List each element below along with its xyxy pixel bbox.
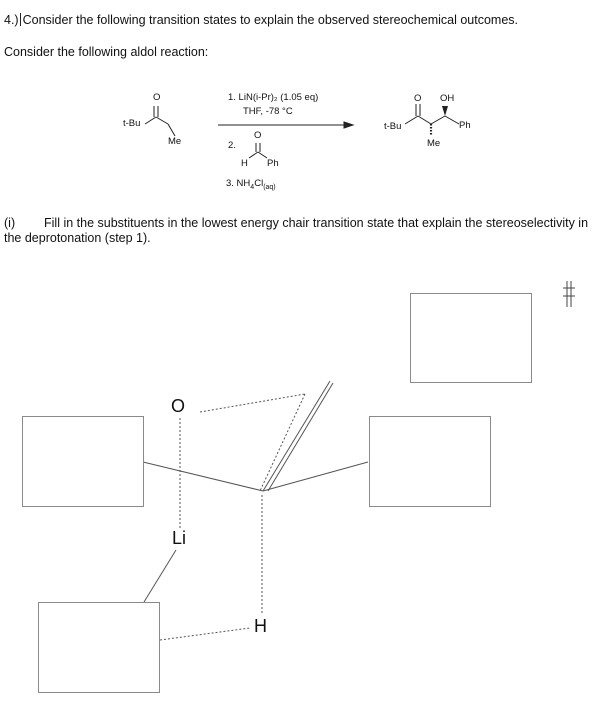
condition-step-3-prefix: 3. NH	[226, 178, 251, 189]
product-hydroxyl: OH	[440, 93, 455, 104]
answer-box-bottom-left[interactable]	[38, 602, 160, 693]
product-tbu-label: t-Bu	[384, 121, 402, 132]
part-i-prompt: (i)Fill in the substituents in the lowes…	[4, 216, 589, 246]
reactant-structure	[144, 106, 176, 137]
reaction-arrow	[218, 121, 355, 129]
part-i-label: (i)	[4, 216, 16, 230]
reactant-me-label: Me	[168, 136, 182, 147]
ts-dashed-o-c	[199, 393, 306, 413]
aldehyde-o: O	[254, 130, 262, 141]
question-number: 4.)	[4, 13, 19, 27]
answer-box-top-right[interactable]	[410, 293, 532, 383]
reactant-carbonyl-o: O	[153, 92, 161, 103]
ts-atom-li: Li	[172, 528, 187, 548]
aldehyde-h: H	[241, 158, 248, 169]
aldehyde-ph: Ph	[267, 158, 279, 169]
ts-double-bond	[267, 382, 334, 492]
ts-bond-right	[262, 461, 369, 492]
ts-dashed-diagonal	[259, 393, 306, 492]
question-intro: Consider the following aldol reaction:	[4, 45, 209, 59]
move-handle-icon[interactable]	[562, 280, 576, 308]
ts-atom-h: H	[254, 616, 267, 636]
condition-step-3-aq: (aq)	[263, 183, 276, 191]
product-ph-label: Ph	[459, 120, 471, 131]
ts-dashed-box-h	[159, 627, 251, 641]
product-me-label: Me	[427, 138, 441, 149]
part-i-text: Fill in the substituents in the lowest e…	[4, 216, 589, 245]
text-cursor	[19, 13, 21, 26]
ts-bond-top-right	[262, 380, 331, 492]
condition-step-3-cl: Cl	[254, 178, 264, 189]
reactant-tbu-label: t-Bu	[123, 118, 141, 129]
question-title-text: Consider the following transition states…	[22, 13, 518, 27]
ts-bond-li-box	[143, 549, 177, 603]
condition-step-1: 1. LiN(i-Pr)₂ (1.05 eq)	[228, 92, 319, 103]
reactant-bond-tbu	[144, 116, 157, 125]
product-wedge-oh	[442, 106, 448, 116]
ts-bond-left	[142, 461, 264, 492]
condition-step-3: 3. NH4Cl(aq)	[226, 178, 276, 191]
answer-box-right[interactable]	[369, 416, 491, 507]
condition-step-2: 2.	[228, 140, 236, 151]
reactant-bond-alpha	[155, 116, 169, 125]
answer-box-left[interactable]	[22, 416, 144, 507]
chair-transition-state	[142, 380, 369, 641]
aldehyde-structure	[248, 143, 268, 159]
product-structure	[404, 104, 460, 136]
question-title: 4.)Consider the following transition sta…	[4, 13, 518, 27]
condition-step-1-solvent: THF, -78 °C	[243, 106, 293, 117]
reactant-bond-me	[167, 123, 176, 137]
product-carbonyl-o: O	[414, 93, 422, 104]
condition-step-3-sub4: 4	[250, 183, 255, 191]
ts-atom-o: O	[171, 396, 186, 416]
